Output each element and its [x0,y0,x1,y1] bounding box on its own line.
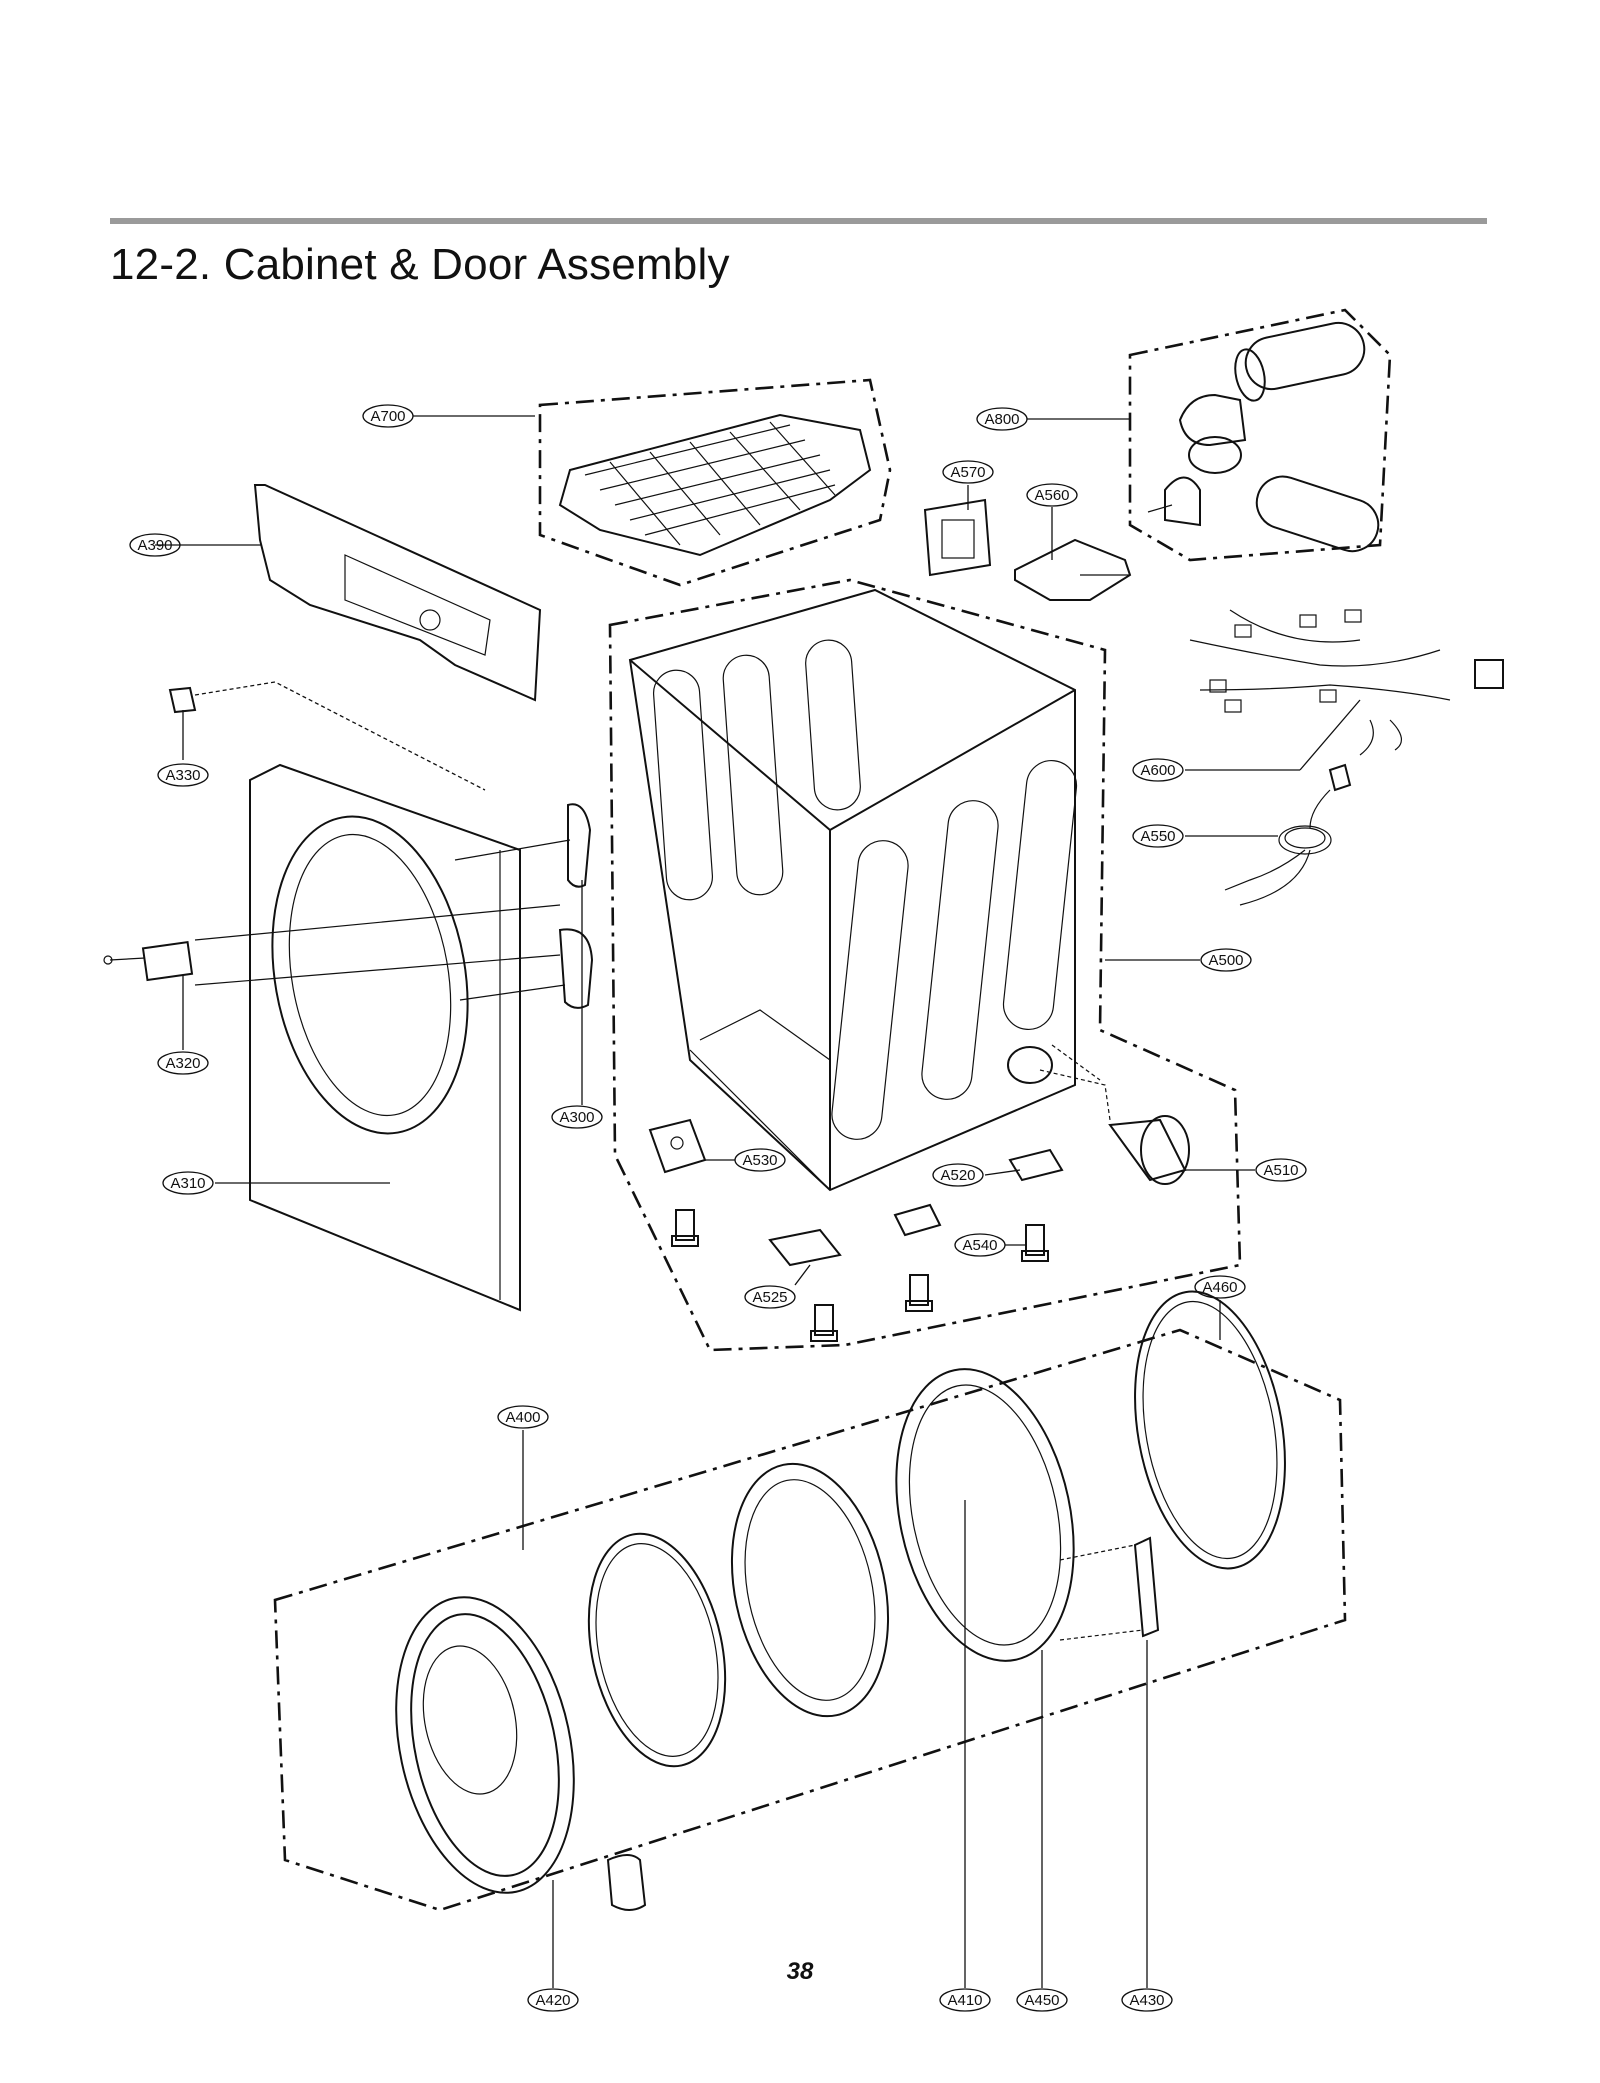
callout-a550: A550 [1132,824,1184,848]
callout-a600: A600 [1132,758,1184,782]
part-a310-front-panel [249,763,521,1312]
callout-a300: A300 [551,1105,603,1129]
part-a530-leg-bracket [648,1118,707,1174]
part-a550-power-cord [1224,763,1352,906]
svg-text:A430: A430 [1129,1992,1164,2009]
svg-text:A800: A800 [984,411,1019,428]
svg-text:A500: A500 [1208,952,1243,969]
callout-a525: A525 [744,1285,796,1309]
part-a525-leg-bracket [768,1228,842,1267]
callout-a450: A450 [1016,1988,1068,2012]
callout-a520: A520 [932,1163,984,1187]
part-a800-duct-set [1128,308,1392,562]
part-a400-door-assembly [273,1290,1347,1912]
callout-a560: A560 [1026,483,1078,507]
callout-a430: A430 [1121,1988,1173,2012]
callout-a390: A390 [129,533,181,557]
svg-text:A525: A525 [752,1289,787,1306]
svg-text:A510: A510 [1263,1162,1298,1179]
svg-text:A560: A560 [1034,487,1069,504]
part-a390-control-panel-frame [253,484,542,702]
svg-text:A550: A550 [1140,828,1175,845]
section-title: 12-2. Cabinet & Door Assembly [110,240,730,289]
svg-text:A300: A300 [559,1109,594,1126]
callout-a320: A320 [157,1051,209,1075]
part-a570-bracket [923,498,992,577]
callout-a500: A500 [1200,948,1252,972]
svg-text:A700: A700 [370,408,405,425]
callout-a310: A310 [162,1171,214,1195]
svg-text:A330: A330 [165,767,200,784]
callout-a460: A460 [1194,1275,1246,1299]
svg-text:A540: A540 [962,1237,997,1254]
svg-text:A320: A320 [165,1055,200,1072]
part-a320-door-latch [103,940,194,982]
part-a700-top-grille [538,378,892,587]
part-a540-leveling-feet [671,1209,1049,1342]
svg-text:A420: A420 [535,1992,570,2009]
part-a500-cabinet [608,578,1242,1352]
callout-a420: A420 [527,1988,579,2012]
callout-a800: A800 [976,407,1028,431]
svg-text:A410: A410 [947,1992,982,2009]
header-rule [110,218,1487,224]
callout-a330: A330 [157,763,209,787]
callout-a530: A530 [734,1148,786,1172]
svg-text:A400: A400 [505,1409,540,1426]
svg-text:A530: A530 [742,1152,777,1169]
callout-a570: A570 [942,460,994,484]
part-a560-duct-adapter [1014,538,1132,601]
callout-a540: A540 [954,1233,1006,1257]
svg-text:A450: A450 [1024,1992,1059,2009]
part-a520-leg-bracket [893,1148,1064,1237]
svg-text:A460: A460 [1202,1279,1237,1296]
part-a600-wire-harness [1189,609,1504,756]
callout-a400: A400 [497,1405,549,1429]
page-number: 38 [786,1958,814,1985]
leader-lines [155,415,1361,1988]
svg-text:A390: A390 [137,537,172,554]
part-a330-door-switch [168,681,486,791]
svg-text:A310: A310 [170,1175,205,1192]
svg-text:A520: A520 [940,1167,975,1184]
svg-text:A570: A570 [950,464,985,481]
part-a300-handles [194,803,594,1009]
callout-a510: A510 [1255,1158,1307,1182]
callout-a410: A410 [939,1988,991,2012]
svg-text:A600: A600 [1140,762,1175,779]
part-a510-exhaust-duct [1039,1044,1190,1185]
callout-a700: A700 [362,404,414,428]
